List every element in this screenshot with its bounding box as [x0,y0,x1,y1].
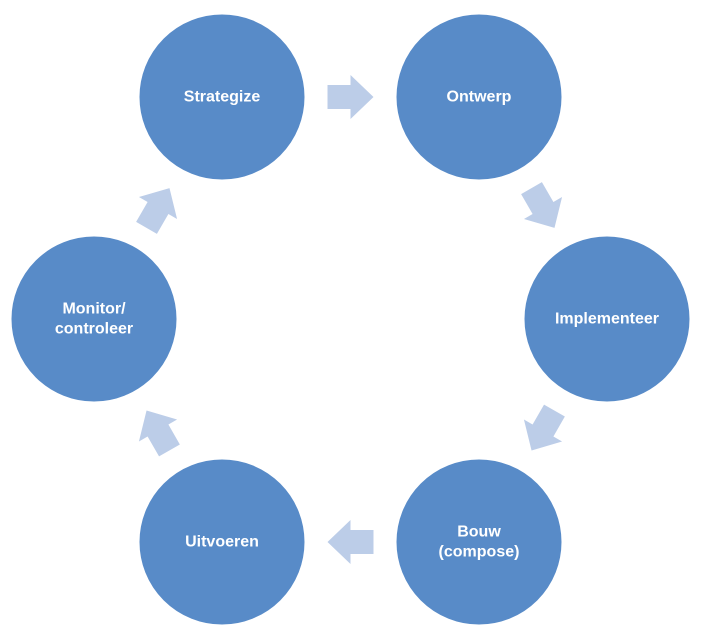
node-bouw: Bouw (compose) [395,458,563,626]
node-label-strategize: Strategize [184,89,261,106]
node-label-bouw-line-1: Bouw [457,524,501,541]
node-circle-bouw [395,458,563,626]
node-circle-uitvoeren [138,458,306,626]
node-label-implementeer: Implementeer [555,311,659,328]
arrows-layer [136,75,565,564]
arrow-strategize-to-ontwerp [327,75,374,119]
arrow-bouw-to-uitvoeren [327,520,374,564]
node-monitor: Monitor/controleer [10,235,178,403]
node-ontwerp: Ontwerp [395,13,563,181]
arrow-ontwerp-to-implementeer [521,182,563,228]
arrow-uitvoeren-to-monitor [138,410,180,457]
node-label-monitor-line-1: Monitor/ [62,301,126,318]
arrow-monitor-to-strategize [136,188,178,234]
node-implementeer: Implementeer [523,235,691,403]
node-label-bouw-line-2: (compose) [439,544,520,561]
node-label-monitor-line-2: controleer [55,321,133,338]
node-uitvoeren: Uitvoeren [138,458,306,626]
node-circle-monitor [10,235,178,403]
node-label-ontwerp: Ontwerp [447,89,512,106]
node-label-uitvoeren: Uitvoeren [185,534,259,551]
node-strategize: Strategize [138,13,306,181]
node-circle-strategize [138,13,306,181]
arrow-implementeer-to-bouw [523,404,565,451]
node-circle-ontwerp [395,13,563,181]
node-circle-implementeer [523,235,691,403]
